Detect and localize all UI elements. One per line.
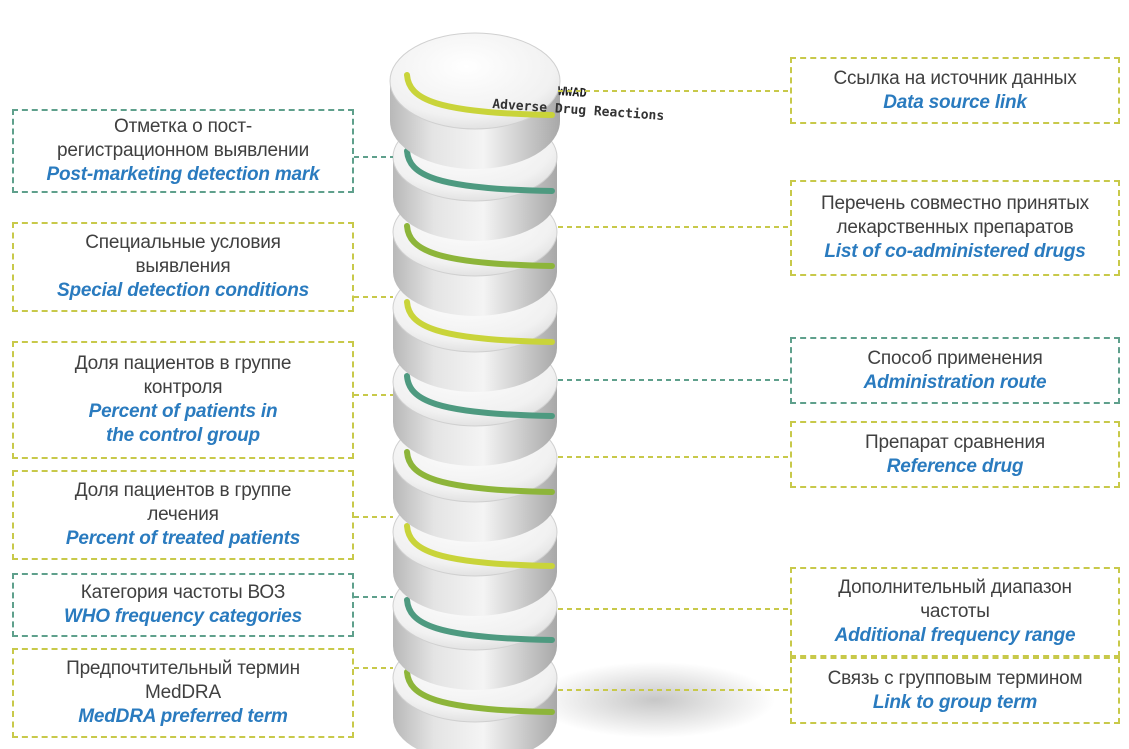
label-russian-line: Ссылка на источник данных (833, 67, 1077, 89)
label-english: Special detection conditions (57, 279, 309, 303)
label-english: WHO frequency categories (64, 605, 302, 629)
label-english-line: Percent of treated patients (65, 528, 301, 549)
label-russian: Связь с групповым термином (828, 667, 1083, 691)
label-russian-line: Отметка о пост- (113, 116, 252, 137)
label-russian: Отметка о пост-регистрационном выявлении (57, 115, 309, 163)
label-russian: Дополнительный диапазон частоты (838, 576, 1072, 624)
label-english: Link to group term (873, 691, 1037, 715)
label-english-line: List of co-administered drugs (824, 241, 1086, 262)
label-english-line: Reference drug (886, 455, 1024, 477)
label-russian-line: контроля (143, 377, 223, 398)
disk-arc (404, 148, 555, 194)
label-russian: Препарат сравнения (865, 431, 1045, 455)
label-english-line: Special detection conditions (57, 280, 309, 301)
label-english-line: Post-marketing detection mark (46, 164, 320, 185)
left-label-box: Отметка о пост-регистрационном выявлении… (12, 109, 354, 193)
label-english-line: Data source link (883, 91, 1027, 113)
label-english-line: Link to group term (872, 691, 1038, 713)
label-russian-line: Специальные условия (85, 232, 281, 253)
disk-arc (404, 523, 555, 569)
label-english: Post-marketing detection mark (47, 163, 320, 187)
label-russian: Специальные условия выявления (85, 231, 281, 279)
label-russian-line: Категория частоты ВОЗ (80, 582, 286, 603)
label-russian: Доля пациентов в группе контроля (74, 352, 292, 400)
label-english: List of co-administered drugs (824, 240, 1085, 264)
label-english: Percent of patients in the control group (89, 400, 278, 448)
disk-arc (404, 449, 555, 495)
label-russian-line: MedDRA (145, 682, 221, 703)
label-russian-line: регистрационном выявлении (56, 140, 310, 161)
label-russian-line: Способ применения (867, 347, 1043, 369)
label-russian-line: лечения (147, 504, 219, 525)
label-english: Administration route (864, 371, 1047, 395)
label-russian-line: Дополнительный диапазон (838, 577, 1072, 598)
label-russian-line: лекарственных препаратов (836, 217, 1074, 238)
label-english-line: Percent of patients in (88, 401, 278, 422)
disk-arc (404, 72, 555, 118)
disk-arc (404, 223, 555, 269)
disk-arc (404, 373, 555, 419)
label-english-line: WHO frequency categories (63, 606, 303, 627)
disk (389, 32, 561, 169)
label-russian: Перечень совместно принятых лекарственных… (821, 192, 1089, 240)
disk-arc (404, 669, 555, 715)
label-english: Percent of treated patients (66, 527, 300, 551)
label-english: Reference drug (887, 455, 1024, 479)
left-label-box: Категория частоты ВОЗ WHO frequency categ… (12, 573, 354, 637)
label-english-line: Administration route (863, 371, 1047, 393)
label-russian-line: Предпочтительный термин (66, 658, 300, 679)
stack-shadow (535, 662, 775, 738)
label-english-line: the control group (106, 425, 260, 446)
label-russian-line: Доля пациентов в группе (74, 480, 292, 501)
disk-arc (404, 597, 555, 643)
label-russian: Способ применения (867, 347, 1042, 371)
label-russian-line: Доля пациентов в группе (74, 353, 292, 374)
label-russian: Доля пациентов в группе лечения (74, 479, 292, 527)
label-russian-line: выявления (135, 256, 231, 277)
label-russian: Ссылка на источник данных (833, 67, 1076, 91)
right-label-box: Перечень совместно принятых лекарственных… (790, 180, 1120, 276)
label-russian-line: Перечень совместно принятых (821, 193, 1089, 214)
label-russian: Категория частоты ВОЗ (80, 581, 286, 605)
label-english: Data source link (883, 91, 1027, 115)
label-english: Additional frequency range (835, 624, 1076, 648)
label-english-line: MedDRA preferred term (78, 706, 288, 727)
label-english: MedDRA preferred term (78, 705, 288, 729)
label-english-line: Additional frequency range (834, 625, 1076, 646)
label-russian-line: частоты (920, 601, 990, 622)
label-russian-line: Связь с групповым термином (827, 667, 1083, 689)
top-disk-title: WWAD (557, 84, 587, 100)
disk-arc (404, 299, 555, 345)
label-russian-line: Препарат сравнения (865, 431, 1045, 453)
